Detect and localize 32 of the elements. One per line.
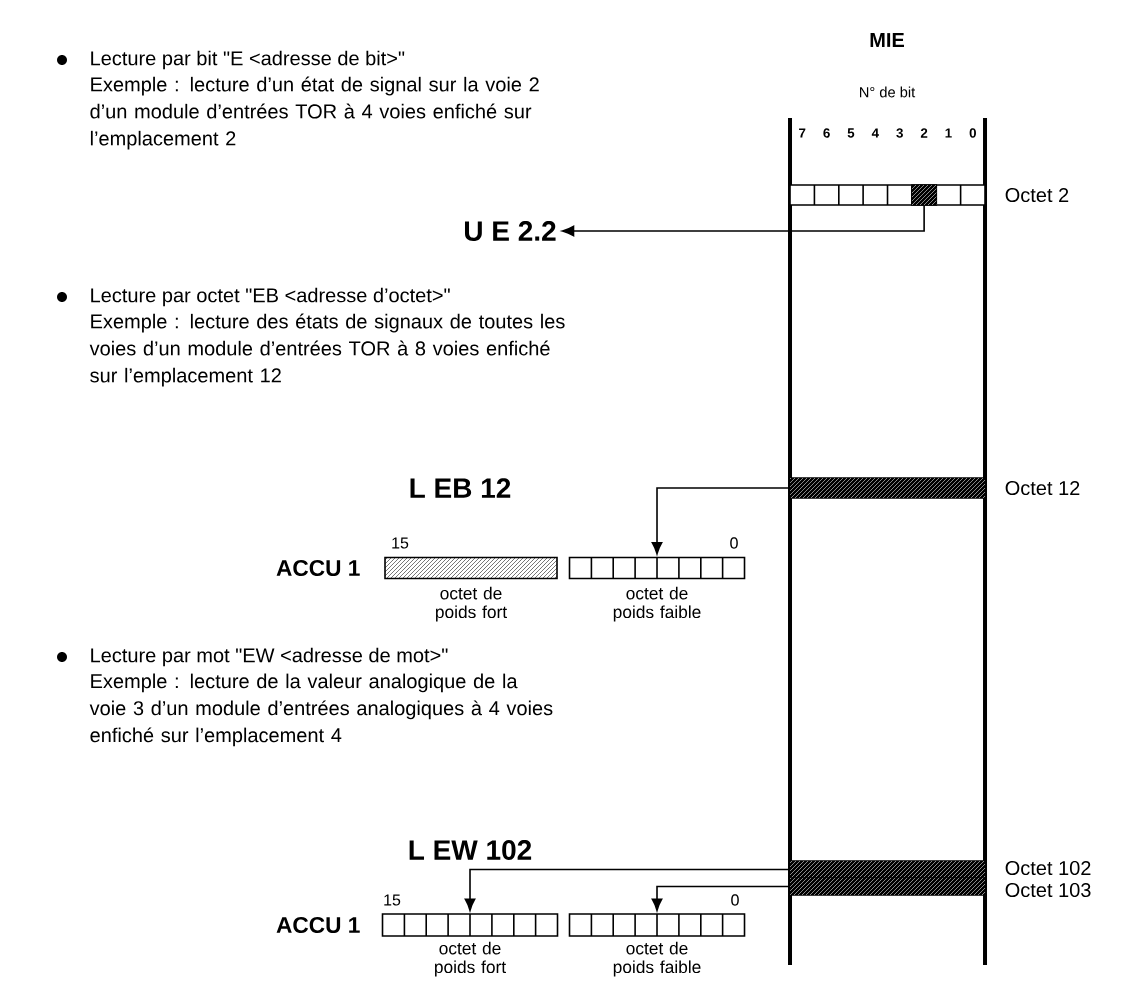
- register-caption: octet de poids faible: [613, 586, 701, 622]
- example-text: Exemple : lecture des états de signaux de toutes les voies d’un module d’entrées TOR à 8 voies enfiché sur l’emplacement 12: [89, 313, 565, 387]
- bit-number: 1: [945, 128, 952, 138]
- bit-number: 5: [847, 128, 855, 138]
- byte-label: Octet 12: [1005, 480, 1080, 496]
- register-name: ACCU 1: [276, 917, 360, 934]
- register-caption: octet de poids faible: [613, 941, 701, 977]
- heading-text: Lecture par mot "EW <adresse de mot>": [91, 647, 448, 667]
- arrow: [464, 868, 790, 911]
- arrow: [561, 205, 925, 237]
- instruction-text: U E 2.2: [465, 221, 556, 241]
- bit-position: 0: [731, 894, 739, 906]
- bit-number: 6: [823, 128, 830, 138]
- bit-number: 2: [920, 128, 928, 138]
- example-text: Exemple : lecture de la valeur analogique de la voie 3 d’un module d’entrées analogiques à 4 voies enfiché sur l’emplacement 4: [89, 673, 553, 747]
- example-text: Exemple : lecture d’un état de signal sur la voie 2 d’un module d’entrées TOR à 4 voies enfiché sur l’emplacement 2: [90, 76, 539, 150]
- byte-label: Octet 2: [1005, 187, 1069, 203]
- instruction-text: L EW 102: [409, 840, 532, 860]
- bit-number: 0: [969, 128, 976, 138]
- heading-text: Lecture par bit "E <adresse de bit>": [91, 50, 405, 70]
- register-name: ACCU 1: [276, 560, 360, 577]
- byte-label: Octet 102: [1005, 860, 1091, 876]
- bit-number: 3: [896, 128, 903, 138]
- register-caption: octet de poids fort: [436, 586, 507, 622]
- bit-number: 4: [871, 128, 879, 138]
- arrow: [651, 487, 790, 555]
- bit-number: 7: [799, 128, 806, 138]
- heading-text: Lecture par octet "EB <adresse d’octet>": [91, 287, 450, 307]
- instruction-text: L EB 12: [410, 478, 511, 498]
- byte-label: Octet 103: [1005, 882, 1091, 898]
- arrow: [651, 885, 790, 911]
- register-caption: octet de poids fort: [435, 941, 506, 977]
